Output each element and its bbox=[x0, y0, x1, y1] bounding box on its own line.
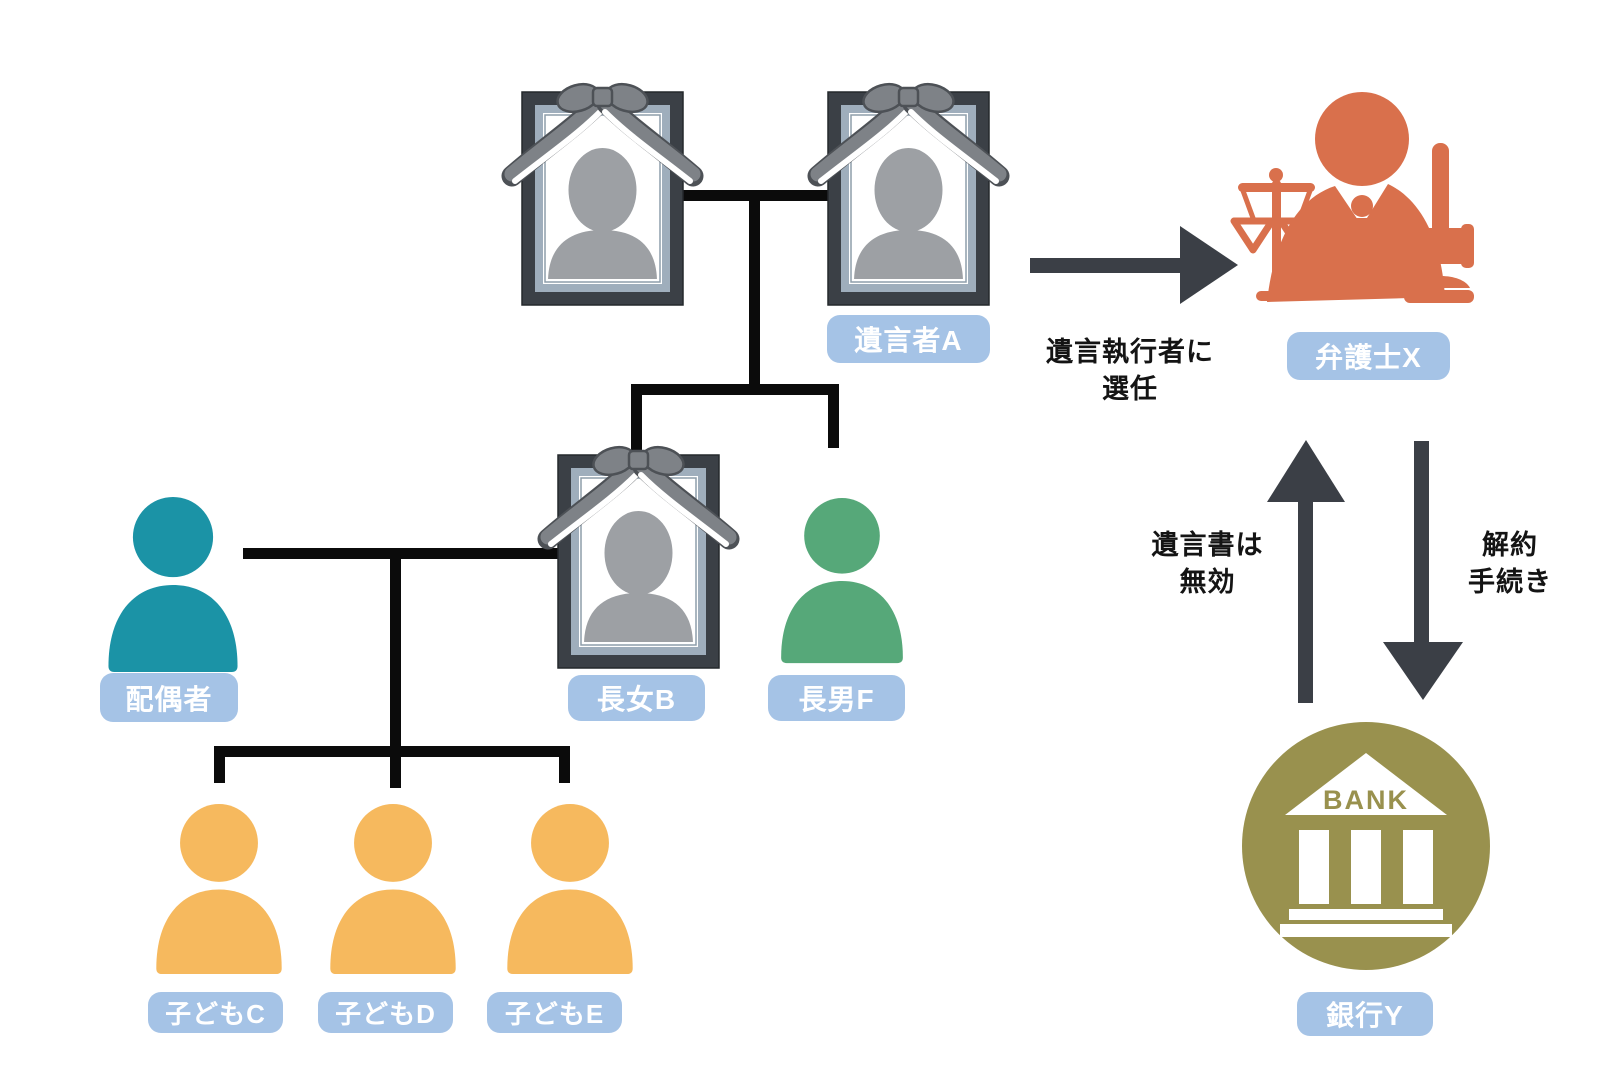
child-e-label: 子どもE bbox=[487, 992, 622, 1033]
child-e-label-text: 子どもE bbox=[504, 999, 605, 1029]
scales-of-justice-icon bbox=[1238, 168, 1315, 301]
down-arrow-shaft bbox=[1414, 441, 1429, 646]
child-e-person-icon bbox=[507, 804, 633, 975]
son-label: 長男F bbox=[768, 675, 905, 721]
children-bar-top bbox=[631, 384, 839, 395]
child-c-label: 子どもC bbox=[148, 992, 283, 1033]
spouse-label-text: 配偶者 bbox=[125, 683, 213, 715]
lawyer-icon bbox=[1230, 92, 1474, 303]
spouse-label: 配偶者 bbox=[100, 673, 238, 722]
memorial-frame-testator bbox=[828, 92, 989, 305]
child-d-label-text: 子どもD bbox=[335, 999, 436, 1029]
gavel-icon bbox=[1404, 143, 1474, 303]
will-invalid-annotation-line2: 無効 bbox=[1179, 567, 1236, 597]
marriage-drop bbox=[390, 548, 401, 788]
drop-to-son bbox=[828, 384, 839, 448]
bank-label-text: 銀行Y bbox=[1326, 1000, 1404, 1031]
memorial-frame-daughter bbox=[558, 455, 719, 668]
son-label-text: 長男F bbox=[798, 684, 875, 715]
daughter-label-text: 長女B bbox=[596, 684, 677, 715]
lawyer-label-text: 弁護士X bbox=[1315, 342, 1422, 373]
daughter-label: 長女B bbox=[568, 675, 705, 721]
cancellation-annotation: 解約 手続き bbox=[1425, 527, 1595, 601]
grandchildren-bar bbox=[214, 746, 570, 757]
appointment-annotation-line1: 遺言執行者に bbox=[1046, 337, 1214, 367]
bank-icon: BANK bbox=[1242, 722, 1490, 970]
down-arrow-head bbox=[1383, 642, 1463, 700]
will-invalid-annotation: 遺言書は 無効 bbox=[1110, 527, 1305, 601]
child-c-person-icon bbox=[156, 804, 282, 975]
child-d-person-icon bbox=[330, 804, 456, 975]
testator-label-text: 遺言者A bbox=[854, 325, 963, 356]
drop-to-child-c bbox=[214, 746, 225, 783]
bank-label: 銀行Y bbox=[1297, 992, 1433, 1036]
appointment-annotation: 遺言執行者に 選任 bbox=[1005, 334, 1255, 408]
drop-to-child-e bbox=[559, 746, 570, 783]
appoint-arrow-head bbox=[1180, 226, 1238, 304]
appointment-annotation-line2: 選任 bbox=[1102, 374, 1158, 404]
drop-to-daughter bbox=[631, 384, 642, 455]
spouse-person-icon bbox=[108, 497, 238, 673]
cancellation-annotation-line1: 解約 bbox=[1482, 530, 1538, 560]
bank-icon-text: BANK bbox=[1323, 785, 1409, 815]
up-arrow-head bbox=[1267, 440, 1345, 502]
cancellation-annotation-line2: 手続き bbox=[1468, 567, 1552, 597]
son-person-icon bbox=[781, 498, 903, 664]
memorial-frame-deceased-parent bbox=[522, 92, 683, 305]
up-arrow-shaft bbox=[1298, 498, 1313, 703]
couple-connector-vertical bbox=[749, 190, 760, 390]
will-invalid-annotation-line1: 遺言書は bbox=[1151, 530, 1264, 560]
lawyer-label: 弁護士X bbox=[1287, 332, 1450, 380]
testator-label: 遺言者A bbox=[827, 315, 990, 363]
appoint-arrow-shaft bbox=[1030, 258, 1182, 273]
child-d-label: 子どもD bbox=[318, 992, 453, 1033]
child-c-label-text: 子どもC bbox=[165, 999, 266, 1029]
